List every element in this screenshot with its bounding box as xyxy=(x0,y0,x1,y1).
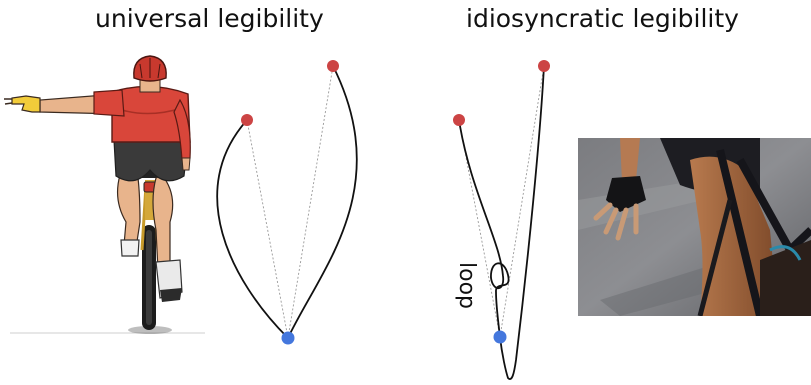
guide-line-right-goal xyxy=(287,65,334,339)
goal-marker-left xyxy=(241,114,253,126)
start-marker xyxy=(281,331,295,345)
start-marker xyxy=(493,330,507,344)
cyclist-glove-photo xyxy=(578,138,811,316)
guide-line-right-goal xyxy=(499,65,545,338)
universal-trajectory-diagram xyxy=(216,60,358,345)
guide-line-left-goal xyxy=(246,119,289,339)
trajectory-to-right-goal xyxy=(287,65,358,339)
idiosyncratic-trajectory-diagram: loop xyxy=(453,60,550,380)
heading-idiosyncratic-legibility: idiosyncratic legibility xyxy=(466,4,739,33)
trajectory-to-left-goal xyxy=(216,119,289,339)
loop-label: loop xyxy=(454,262,479,309)
trajectory-dip xyxy=(499,65,545,380)
trajectory-with-loop xyxy=(458,119,510,338)
cyclist-hand-signal-illustration xyxy=(4,55,205,334)
goal-marker-left xyxy=(453,114,465,126)
heading-universal-legibility: universal legibility xyxy=(95,4,324,33)
goal-marker-right xyxy=(538,60,550,72)
goal-marker-right xyxy=(327,60,339,72)
